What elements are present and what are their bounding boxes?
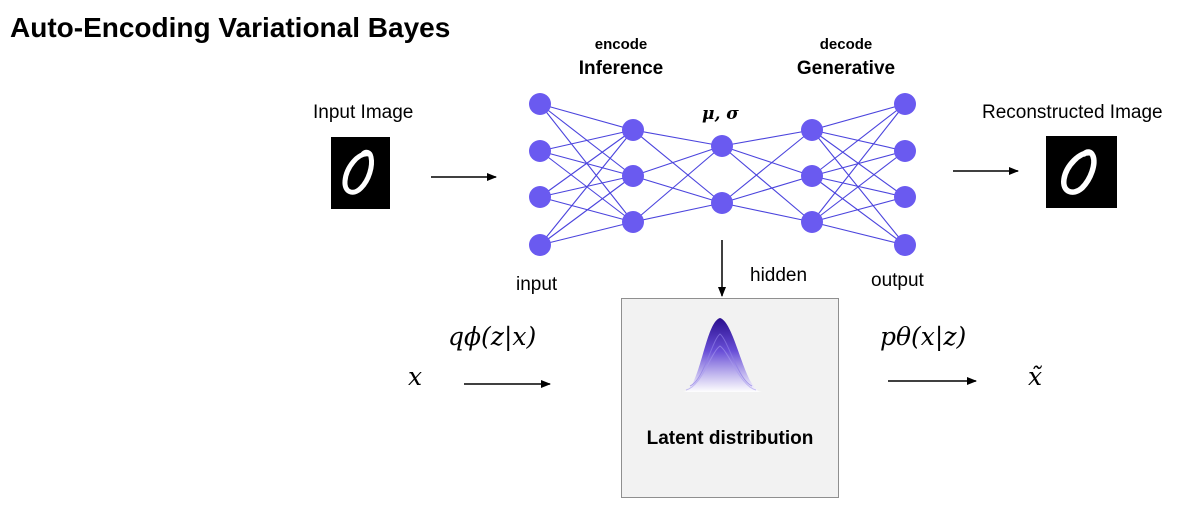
network-edge	[539, 175, 634, 246]
network-edge	[811, 150, 906, 223]
network-edge	[811, 103, 906, 131]
encoder-hidden-node	[622, 165, 644, 187]
generative-label: Generative	[796, 58, 896, 79]
bell-curve-icon	[683, 318, 762, 392]
encode-label: encode	[594, 36, 648, 53]
network-edge	[811, 221, 906, 246]
decoder-hidden-node	[801, 211, 823, 233]
reconstructed-image-label: Reconstructed Image	[982, 102, 1163, 123]
hidden-layer-label: hidden	[750, 265, 808, 286]
output-node	[894, 186, 916, 208]
network-edge	[721, 145, 813, 177]
network-edge	[539, 103, 634, 131]
network-edge	[721, 202, 813, 223]
encoder-hidden-node	[622, 211, 644, 233]
network-edge	[632, 145, 723, 177]
network-edge	[539, 221, 634, 246]
input-layer-label: input	[516, 274, 558, 295]
network-edge	[811, 129, 906, 246]
network-edge	[721, 145, 813, 223]
output-node	[894, 93, 916, 115]
latent-node	[711, 135, 733, 157]
formula-x-tilde: x̃	[1028, 362, 1043, 391]
network-edges	[539, 103, 906, 246]
page-title: Auto-Encoding Variational Bayes	[10, 12, 451, 43]
latent-params-label: μ, σ	[702, 104, 739, 124]
inference-label: Inference	[578, 58, 664, 79]
network-edge	[632, 202, 723, 223]
latent-node	[711, 192, 733, 214]
network-edge	[721, 175, 813, 204]
network-edge	[721, 129, 813, 204]
input-digit-image	[331, 137, 390, 209]
network-edge	[811, 196, 906, 223]
encoder-hidden-node	[622, 119, 644, 141]
network-edge	[539, 175, 634, 198]
formula-decoder-p: pθ(x|z)	[880, 322, 967, 351]
network-edge	[539, 129, 634, 246]
network-edge	[811, 103, 906, 223]
input-node	[529, 234, 551, 256]
input-node	[529, 140, 551, 162]
network-edge	[811, 103, 906, 177]
network-edge	[539, 196, 634, 223]
network-edge	[539, 129, 634, 198]
network-edge	[632, 145, 723, 223]
output-node	[894, 234, 916, 256]
output-node	[894, 140, 916, 162]
network-edge	[632, 175, 723, 204]
decoder-hidden-node	[801, 165, 823, 187]
input-node	[529, 186, 551, 208]
decode-label: decode	[819, 36, 873, 53]
network-edge	[632, 129, 723, 147]
reconstructed-digit-image	[1046, 136, 1117, 208]
network-edge	[539, 129, 634, 152]
formula-x: x	[408, 362, 423, 391]
network-edge	[811, 175, 906, 246]
network-nodes	[529, 93, 916, 256]
network-edge	[632, 129, 723, 204]
network-edge	[721, 129, 813, 147]
input-image-label: Input Image	[313, 102, 414, 123]
latent-distribution-label: Latent distribution	[646, 428, 814, 449]
formula-encoder-q: qϕ(z|x)	[448, 322, 537, 351]
input-node	[529, 93, 551, 115]
decoder-hidden-node	[801, 119, 823, 141]
output-layer-label: output	[871, 270, 924, 291]
